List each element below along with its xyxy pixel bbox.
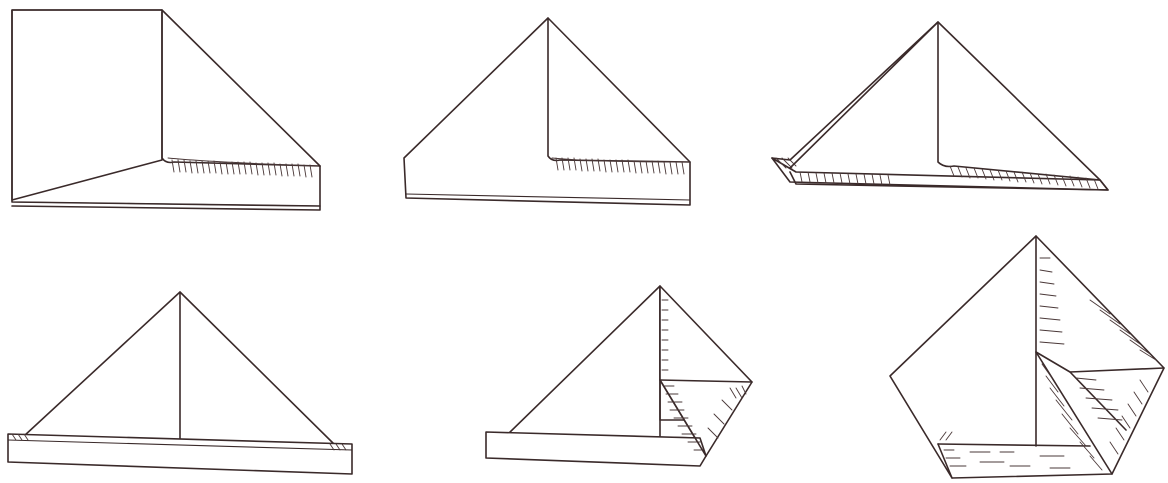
step-6-outline bbox=[890, 236, 1164, 478]
step-4-figure bbox=[8, 292, 352, 474]
step-1-hatching bbox=[168, 158, 318, 177]
step-2-figure bbox=[404, 18, 690, 205]
step-1-fold-diagonal bbox=[162, 10, 320, 166]
step-5-brim bbox=[486, 432, 706, 466]
step-1-edge-bottom bbox=[14, 202, 318, 206]
step-2-shape bbox=[404, 18, 690, 205]
step-5-figure bbox=[486, 286, 752, 466]
step-3-figure bbox=[772, 22, 1108, 190]
step-3-shape bbox=[772, 22, 1108, 190]
step-1-figure bbox=[12, 10, 320, 210]
step-1-sheet bbox=[12, 10, 162, 200]
step-6-figure bbox=[890, 236, 1164, 478]
